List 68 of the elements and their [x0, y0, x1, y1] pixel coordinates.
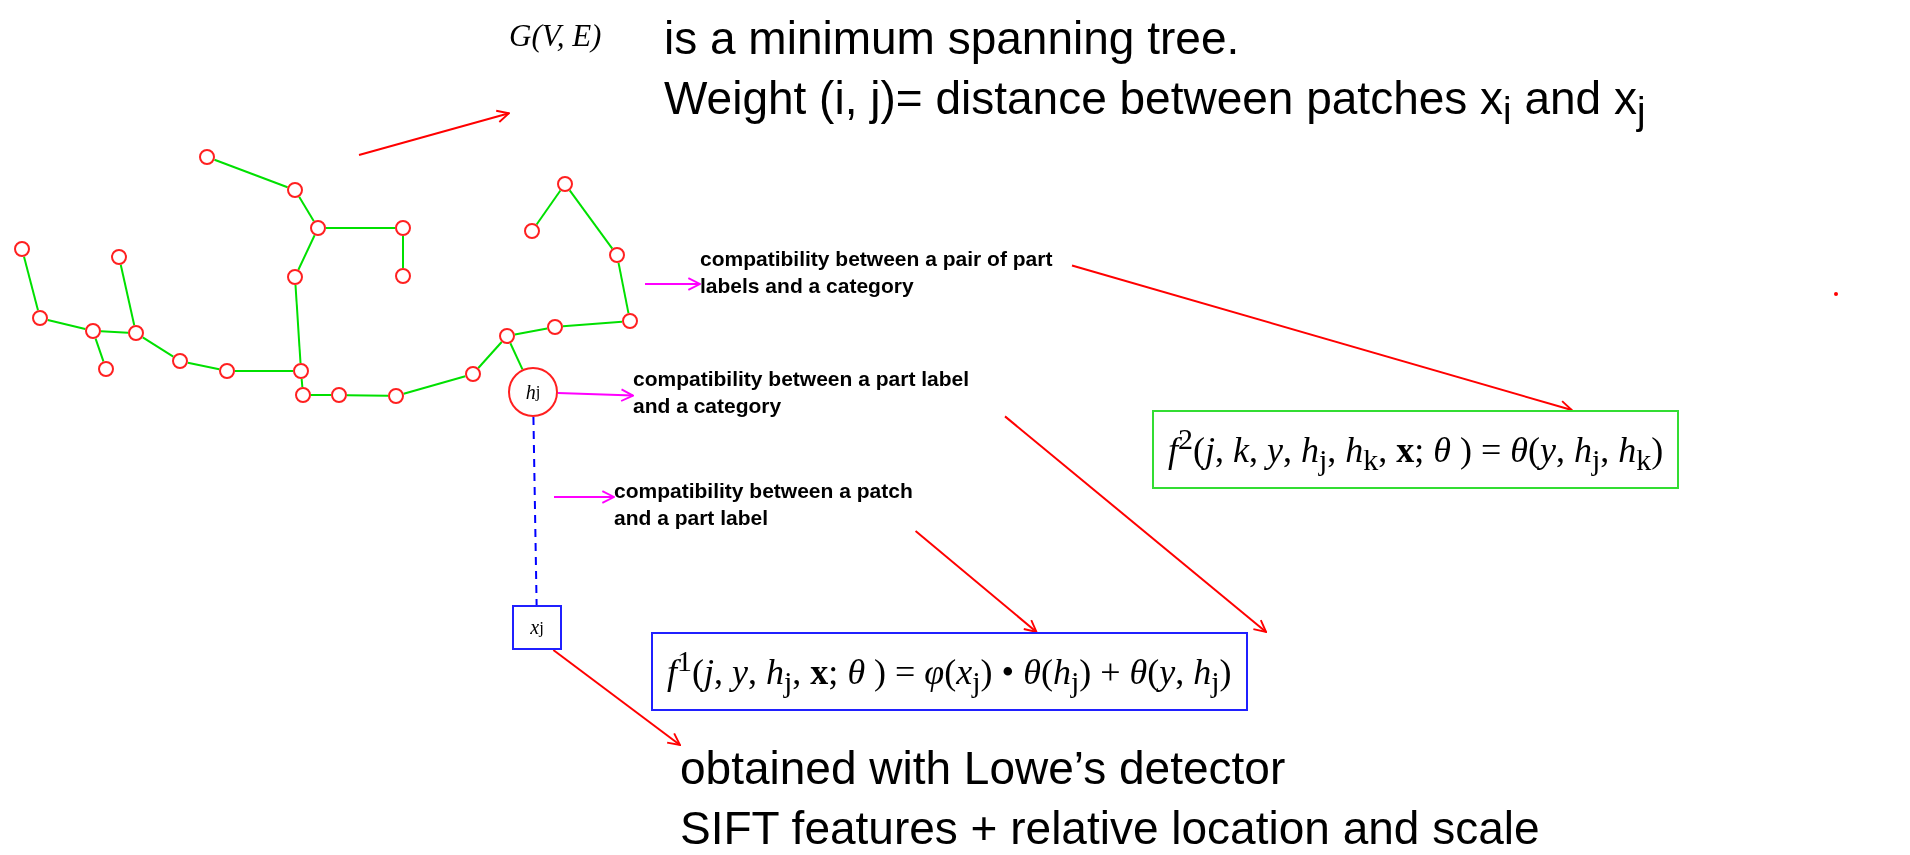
formula-box: f$^{2}$(j, k, y, h$_{j}$, h$_{k}$, x; θ ) = θ(y, h$_{j}$, h$_{k}$) [1152, 410, 1680, 490]
annotation-text: compatibility between a patch and a part label [614, 477, 919, 531]
annotation-text: compatibility between a pair of part labels and a category [700, 245, 1072, 299]
tree-edge [509, 342, 524, 371]
tree-edge [294, 284, 302, 364]
tree-node-circle [331, 387, 347, 403]
tree-node-circle [199, 149, 215, 165]
arrow [358, 109, 510, 156]
arrow [1004, 415, 1268, 633]
tree-node-circle [524, 223, 540, 239]
tree-node-circle [388, 388, 404, 404]
dashed-line [532, 416, 538, 606]
tree-node-circle [499, 328, 515, 344]
graph-notation: G(V, E) [509, 18, 602, 54]
tree-edge [141, 336, 175, 358]
tree-node-circle [547, 319, 563, 335]
tree-node-circle [310, 220, 326, 236]
tree-node-circle [111, 249, 127, 265]
tree-node-circle [172, 353, 188, 369]
tree-node-circle [14, 241, 30, 257]
tree-edge [119, 263, 136, 327]
tree-node-circle [287, 182, 303, 198]
tree-node-circle [32, 310, 48, 326]
tree-edge [346, 394, 389, 397]
tree-node-circle [395, 220, 411, 236]
tree-edge [100, 330, 129, 334]
tree-edge [561, 320, 624, 328]
formula-box: f$^{1}$(j, y, h$_{j}$, x; θ ) = φ(x$_{j}$) • θ(h$_{j}$) + θ(y, h$_{j}$) [651, 632, 1248, 712]
tree-node-circle [128, 325, 144, 341]
arrow [553, 490, 615, 504]
tree-node-circle [622, 313, 638, 329]
tree-edge [513, 327, 549, 336]
tree-node-circle [85, 323, 101, 339]
tree-edge [23, 255, 39, 312]
tree-node-circle [219, 363, 235, 379]
tree-edge [477, 340, 503, 370]
tree-edge [297, 234, 316, 271]
tree-node-circle [395, 268, 411, 284]
tree-node-circle [609, 247, 625, 263]
tree-edge [186, 361, 221, 371]
tree-node-circle [295, 387, 311, 403]
tree-edge [234, 370, 294, 372]
tree-edge [402, 375, 467, 395]
tree-node-circle [557, 176, 573, 192]
arrow [557, 388, 634, 402]
tree-edge [298, 195, 315, 223]
tree-edge [213, 158, 289, 189]
tree-edge [402, 235, 404, 269]
tree-edge [325, 227, 396, 229]
annotation-text: obtained with Lowe’s detector [680, 741, 1286, 796]
tree-edge [617, 261, 630, 315]
tree-edge [300, 377, 304, 389]
arrow [552, 649, 681, 746]
tree-edge [94, 337, 105, 363]
annotation-text: Weight (i, j)= distance between patches x$_{i}$ and x$_{j}$ [664, 71, 1646, 135]
arrow [644, 277, 701, 291]
tree-node-circle [465, 366, 481, 382]
annotation-text: compatibility between a part label and a category [633, 365, 1005, 419]
annotation-text: SIFT features + relative location and scale [680, 801, 1540, 855]
tree-edge [535, 189, 562, 226]
arrow [914, 530, 1038, 633]
tree-node-circle [293, 363, 309, 379]
tree-edge [310, 394, 332, 396]
tree-node-circle [98, 361, 114, 377]
annotation-text: is a minimum spanning tree. [664, 11, 1241, 66]
tree-node-circle [287, 269, 303, 285]
tree-edge [46, 318, 87, 331]
tree-edge [568, 189, 614, 250]
